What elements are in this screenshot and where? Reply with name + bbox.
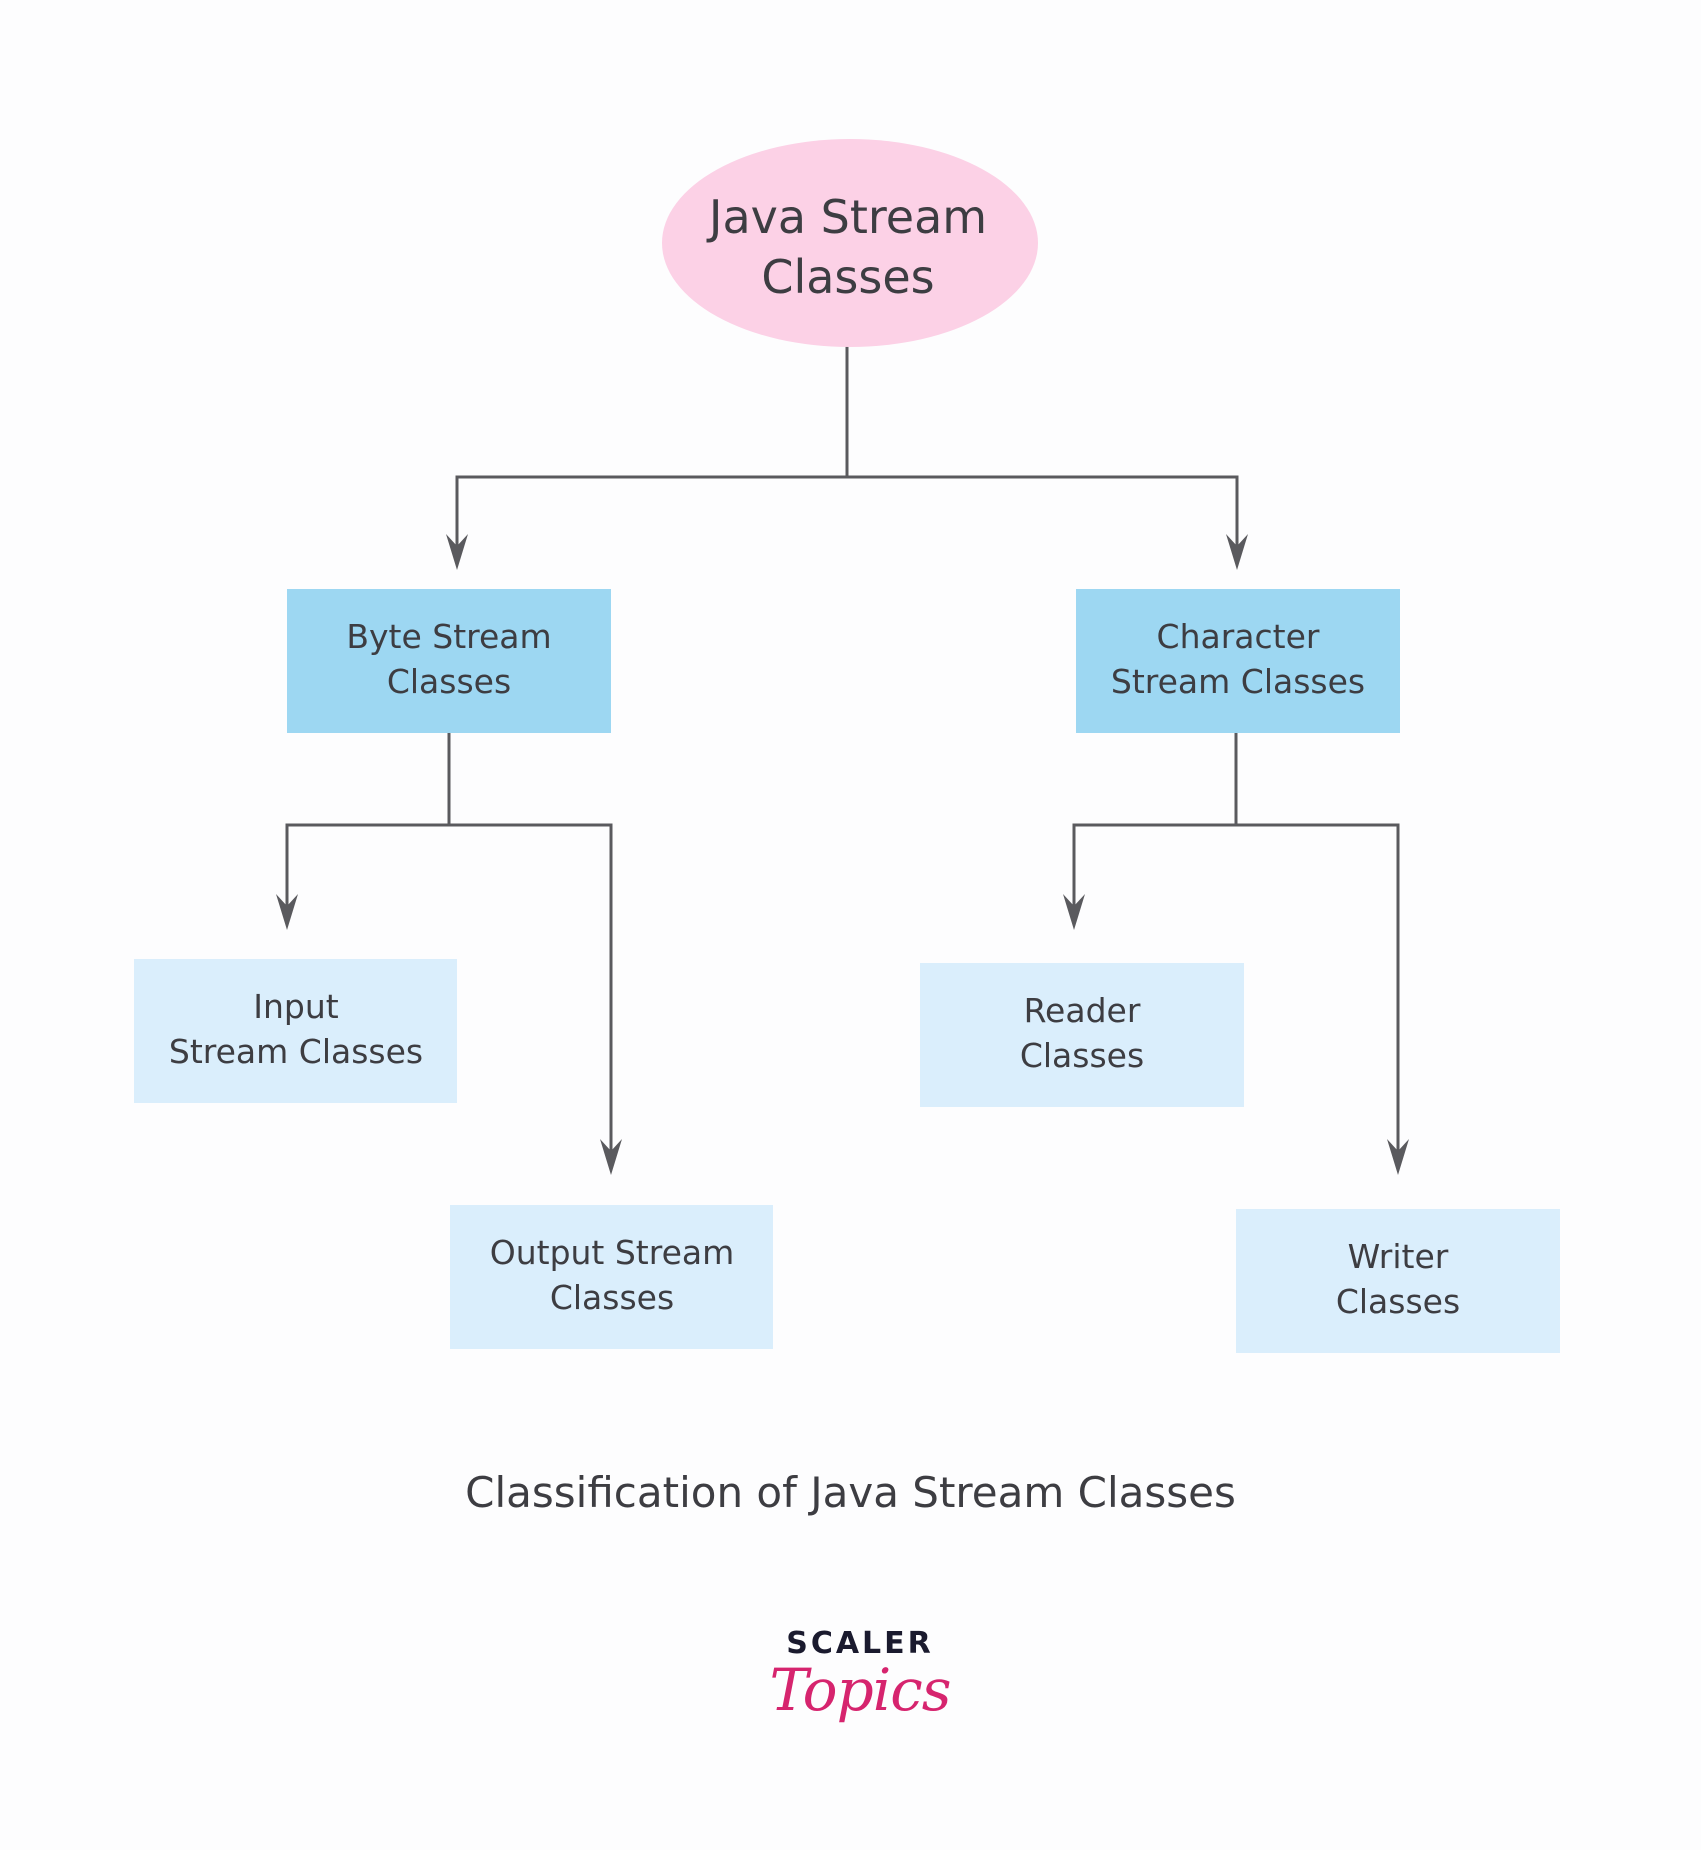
- node-character-stream-label-line-1: Character: [1157, 617, 1320, 656]
- connectors: [276, 346, 1409, 1175]
- edge-root-to-character: [847, 475, 1239, 552]
- node-output-stream-shape: [450, 1205, 773, 1349]
- node-byte-stream: Byte Stream Classes: [287, 589, 611, 733]
- node-writer-shape: [1236, 1209, 1560, 1353]
- node-character-stream-label-line-2: Stream Classes: [1111, 662, 1365, 701]
- logo-text-topics: Topics: [769, 1656, 951, 1724]
- root-node-label-line-2: Classes: [761, 250, 934, 304]
- root-node-label-line-1: Java Stream: [706, 190, 987, 244]
- edge-character-to-reader: [1072, 823, 1236, 912]
- node-reader: Reader Classes: [920, 963, 1244, 1107]
- node-byte-stream-label-line-2: Classes: [387, 662, 511, 701]
- root-node-shape: [662, 139, 1038, 347]
- node-input-stream-label-line-1: Input: [253, 987, 339, 1026]
- node-writer-label-line-2: Classes: [1336, 1282, 1460, 1321]
- edge-byte-to-input: [285, 823, 449, 912]
- arrowhead-input: [276, 894, 298, 930]
- node-character-stream: Character Stream Classes: [1076, 589, 1400, 733]
- edge-character-to-writer: [1236, 823, 1400, 1157]
- diagram-caption: Classification of Java Stream Classes: [465, 1468, 1236, 1517]
- scaler-topics-logo: SCALER Topics: [760, 1626, 960, 1766]
- arrowhead-byte: [446, 534, 468, 570]
- edge-byte-to-output: [449, 823, 613, 1157]
- node-writer: Writer Classes: [1236, 1209, 1560, 1353]
- node-reader-label-line-1: Reader: [1024, 991, 1141, 1030]
- arrowhead-writer: [1387, 1139, 1409, 1175]
- node-reader-label-line-2: Classes: [1020, 1036, 1144, 1075]
- node-output-stream-label-line-1: Output Stream: [490, 1233, 735, 1272]
- node-output-stream: Output Stream Classes: [450, 1205, 773, 1349]
- node-writer-label-line-1: Writer: [1348, 1237, 1449, 1276]
- node-input-stream: Input Stream Classes: [134, 959, 457, 1103]
- edge-root-to-byte: [455, 475, 847, 552]
- root-node: Java Stream Classes: [662, 139, 1038, 347]
- node-input-stream-shape: [134, 959, 457, 1103]
- node-reader-shape: [920, 963, 1244, 1107]
- node-input-stream-label-line-2: Stream Classes: [169, 1032, 423, 1071]
- node-character-stream-shape: [1076, 589, 1400, 733]
- node-byte-stream-label-line-1: Byte Stream: [346, 617, 551, 656]
- arrowhead-character: [1226, 534, 1248, 570]
- arrowhead-reader: [1063, 894, 1085, 930]
- node-byte-stream-shape: [287, 589, 611, 733]
- logo-text-scaler: SCALER: [786, 1626, 934, 1661]
- arrowhead-output: [600, 1139, 622, 1175]
- node-output-stream-label-line-2: Classes: [550, 1278, 674, 1317]
